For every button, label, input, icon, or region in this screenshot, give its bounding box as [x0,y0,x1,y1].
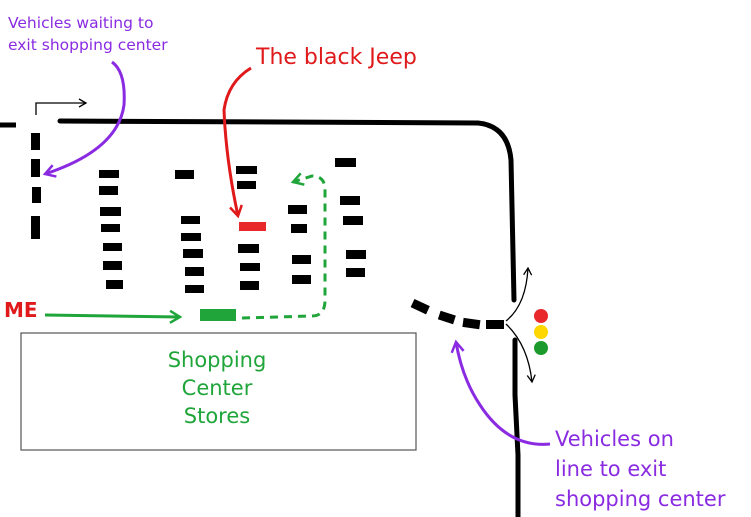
traffic-light [534,309,548,355]
me-arrow [44,315,180,317]
stores-label-line3: Stores [183,404,251,428]
black-jeep-label: The black Jeep [256,45,417,70]
traffic-light-red [534,309,548,323]
waiting-vehicles-arrow [45,60,126,174]
exit-turn-up-arrow [505,266,533,322]
shopping-center-label: Shopping Center Stores [128,346,306,430]
road-boundary [0,118,521,517]
black-jeep-marker [239,222,266,231]
shopping-center-building [20,332,417,451]
black-jeep-arrow [222,66,252,216]
exit-line-arrow [456,342,551,446]
exit-turn-down-arrow [505,323,536,384]
my-car [200,309,236,321]
parked-cars [31,133,504,330]
stores-label-line2: Center [181,376,253,400]
traffic-light-green [534,341,548,355]
waiting-vehicles-label: Vehicles waiting to exit shopping center [8,12,168,56]
waiting-label-line1: Vehicles waiting to [8,14,154,32]
traffic-light-yellow [534,325,548,339]
my-dashed-path [241,176,327,320]
exit-label-line3: shopping center [555,487,726,511]
entrance-turn-arrow [35,98,88,115]
exit-line-label: Vehicles on line to exit shopping center [555,424,725,514]
me-label: ME [4,298,38,322]
exit-label-line2: line to exit [555,457,667,481]
exit-label-line1: Vehicles on [555,427,674,451]
waiting-label-line2: exit shopping center [8,36,168,54]
stores-label-line1: Shopping [167,348,267,372]
